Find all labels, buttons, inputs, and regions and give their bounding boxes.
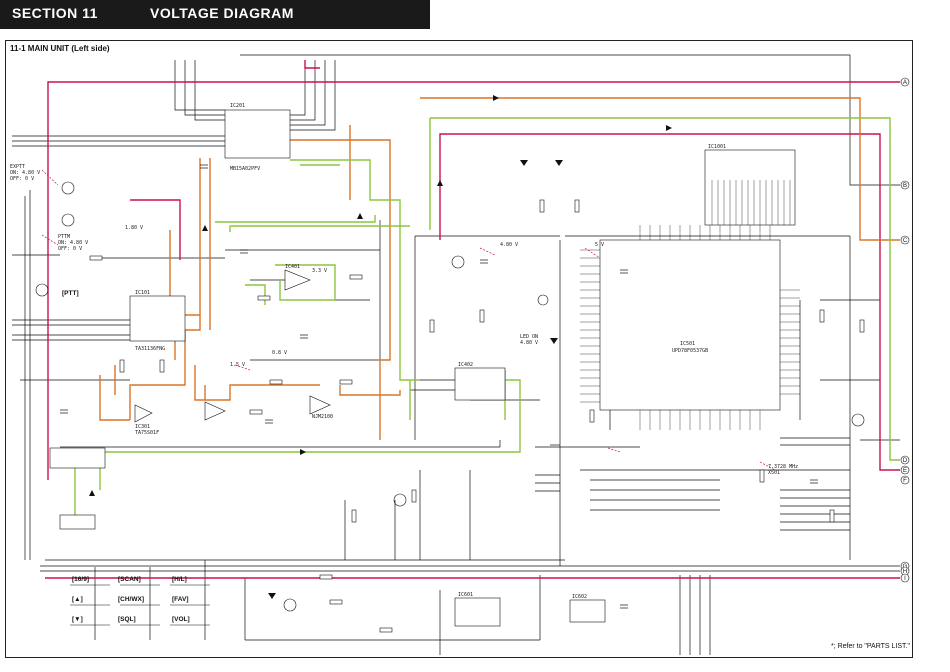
- crystal-frequency: 7.3728 MHz: [768, 464, 798, 470]
- key-down: [▼]: [72, 616, 83, 623]
- ic-mute: [454, 367, 506, 401]
- led-voltage: 4.80 V: [520, 340, 538, 346]
- svg-text:E: E: [903, 468, 907, 474]
- transistors: [35, 181, 865, 612]
- ic-dac-label: IC301: [135, 424, 150, 430]
- ic-left-label: IC101: [135, 290, 150, 296]
- key-ch-wx: [CH/WX]: [118, 596, 144, 603]
- ptt-button-label: [PTT]: [62, 290, 79, 297]
- ic-lcd-label: IC1001: [708, 144, 726, 150]
- ic-mid-part: NJM2100: [312, 414, 333, 420]
- ic-bot-label: IC601: [458, 592, 473, 598]
- svg-text:B: B: [903, 183, 907, 189]
- black-wiring: [12, 54, 900, 655]
- red-lines: [45, 60, 900, 579]
- flow-arrows: [89, 95, 672, 496]
- diagram-frame: [5, 40, 913, 658]
- key-sql: [SQL]: [118, 616, 136, 623]
- opamp-1: [284, 269, 311, 291]
- orange-lines: [99, 97, 900, 440]
- voltage-3: 4.80 V: [500, 242, 518, 248]
- voltage-1: 1.80 V: [125, 225, 143, 231]
- ic-blocks: [49, 109, 796, 627]
- key-hl: [H/L]: [172, 576, 187, 583]
- connector-h: H: [900, 566, 910, 576]
- connector-c: C: [900, 235, 910, 245]
- svg-text:C: C: [903, 238, 908, 244]
- connector-a: A: [900, 77, 910, 87]
- voltage-4: 3.3 V: [312, 268, 327, 274]
- connector-b: B: [900, 180, 910, 190]
- svg-text:I: I: [904, 576, 906, 582]
- svg-text:F: F: [903, 478, 907, 484]
- ic-main-label: IC501: [680, 341, 695, 347]
- capacitors: [60, 164, 818, 609]
- key-16-9: [16/9]: [72, 576, 89, 583]
- diagram-subtitle: 11-1 MAIN UNIT (Left side): [10, 44, 110, 53]
- ic-bot2-label: IC602: [572, 594, 587, 600]
- connector-e: E: [900, 465, 910, 475]
- key-fav: [FAV]: [172, 596, 189, 603]
- svg-text:A: A: [903, 80, 907, 86]
- opamp-3: [309, 395, 331, 415]
- svg-text:D: D: [903, 458, 908, 464]
- connector-i: I: [900, 573, 910, 583]
- ic-dac-part: TA75S01F: [135, 430, 159, 436]
- section-header: SECTION 11 VOLTAGE DIAGRAM: [0, 0, 430, 29]
- voltage-5: 1.5 V: [230, 362, 245, 368]
- ic-top-label: IC201: [230, 103, 245, 109]
- ic-lcd: [704, 149, 796, 226]
- pttm-on-voltage: ON: 4.80 V: [58, 240, 88, 246]
- ic-main-pins: [580, 225, 800, 430]
- ic-bot: [454, 597, 501, 627]
- ic-mute-label: IC402: [458, 362, 473, 368]
- parts-list-note: *; Refer to "PARTS LIST.": [830, 643, 910, 650]
- ic-main-part: UPD78F0537GB: [672, 348, 708, 354]
- key-scan: [SCAN]: [118, 576, 141, 583]
- ic-main: [599, 239, 781, 411]
- eptt-on-voltage: ON: 4.80 V: [10, 170, 40, 176]
- eptt-off-voltage: OFF: 0 V: [10, 176, 34, 182]
- key-up: [▲]: [72, 596, 83, 603]
- lcd-pins: [711, 180, 791, 225]
- connector-tags: A B C D E F G H I: [900, 77, 910, 583]
- pttm-label: PTTM: [58, 234, 70, 240]
- ic-left-part: TA31136FNG: [135, 346, 165, 352]
- diodes: [268, 160, 563, 599]
- svg-text:H: H: [903, 569, 907, 575]
- ic-left: [129, 295, 186, 342]
- ic-top: [224, 109, 291, 159]
- ic-top-part: MB15A02PFV: [230, 166, 260, 172]
- voltage-2: 5 V: [595, 242, 604, 248]
- resistors: [89, 199, 865, 633]
- connector-jack: [49, 447, 106, 469]
- measure-marks: [41, 169, 776, 471]
- key-matrix: [70, 584, 210, 626]
- pttm-off-voltage: OFF: 0 V: [58, 246, 82, 252]
- section-number: SECTION 11: [12, 5, 98, 21]
- connector-d: D: [900, 455, 910, 465]
- eptt-label: EXPTT: [10, 164, 25, 170]
- crystal-label: X501: [768, 470, 780, 476]
- op-amps: [134, 269, 331, 423]
- voltage-6: 0.8 V: [272, 350, 287, 356]
- led-label: LED ON: [520, 334, 538, 340]
- connector-f: F: [900, 475, 910, 485]
- ic-mid-label: IC401: [285, 264, 300, 270]
- opamp-4: [134, 404, 153, 423]
- opamp-2: [204, 401, 226, 421]
- ic-bot2: [569, 599, 606, 623]
- sub-ic: [59, 514, 96, 530]
- green-lines: [60, 117, 900, 521]
- key-vol: [VOL]: [172, 616, 190, 623]
- section-title: VOLTAGE DIAGRAM: [150, 5, 294, 21]
